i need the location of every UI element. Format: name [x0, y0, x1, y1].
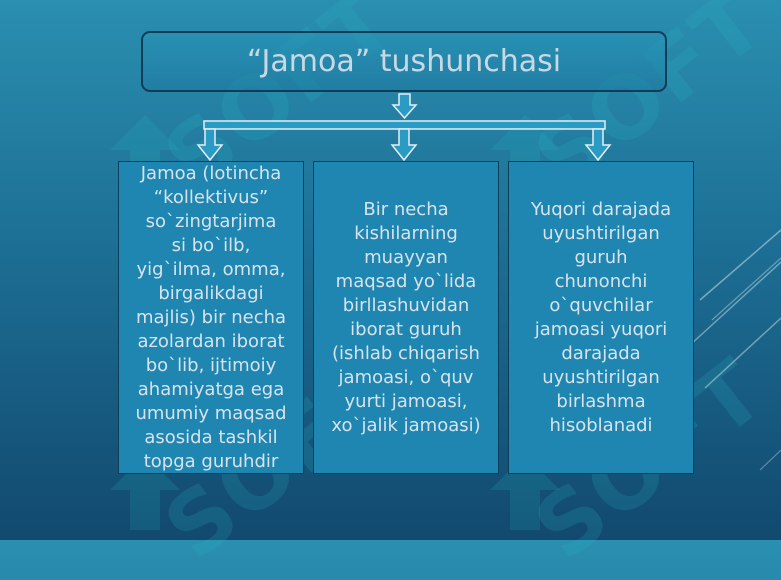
title-box: “Jamoa” tushunchasi: [141, 31, 667, 92]
connector-bar: [203, 120, 606, 130]
concept-card-group: Bir necha kishilarning muayyan maqsad yo…: [313, 161, 499, 474]
concept-card-definition: Jamoa (lotincha “kollektivus” so`zingtar…: [118, 161, 304, 474]
arrow-down-icon: [584, 128, 612, 162]
diagram-title: “Jamoa” tushunchasi: [246, 44, 562, 79]
card-text: Bir necha kishilarning muayyan maqsad yo…: [331, 198, 481, 436]
concept-card-organized: Yuqori darajada uyushtirilgan guruh chun…: [508, 161, 694, 474]
card-text: Yuqori darajada uyushtirilgan guruh chun…: [530, 198, 672, 436]
card-text: Jamoa (lotincha “kollektivus” so`zingtar…: [135, 162, 287, 472]
arrow-down-icon: [391, 93, 418, 120]
arrow-down-icon: [390, 128, 418, 162]
connector-arrows: [196, 93, 612, 162]
arrow-down-icon: [196, 128, 224, 162]
